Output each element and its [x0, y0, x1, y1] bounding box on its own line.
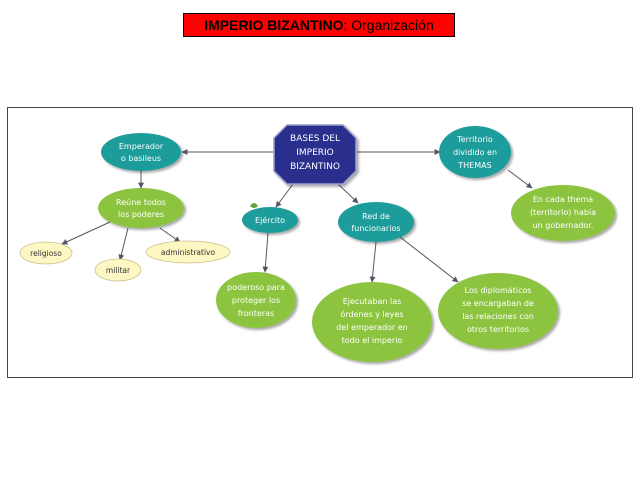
- node-thema-line-2: un gobernador.: [533, 221, 594, 230]
- node-center-line-1: IMPERIO: [296, 148, 334, 158]
- arrow-red-diplomaticos: [399, 236, 459, 283]
- node-ejecutaban-line-3: todo el imperio: [342, 336, 403, 345]
- title-rest: : Organización: [343, 17, 434, 33]
- node-diplomaticos-line-3: otros territorios: [467, 325, 529, 334]
- node-militar-line-0: militar: [106, 266, 131, 275]
- node-reune: [98, 188, 184, 228]
- title-main: IMPERIO BIZANTINO: [204, 17, 344, 33]
- node-ejecutaban-line-2: del emperador en: [336, 323, 407, 332]
- node-religioso: [19, 241, 73, 265]
- node-center-line-2: BIZANTINO: [290, 162, 340, 172]
- node-administrativo-line-0: administrativo: [161, 248, 216, 257]
- arrow-red-ejecutaban: [369, 241, 377, 283]
- arrow-center-ejercito: [275, 183, 294, 208]
- node-thema-line-0: En cada thema: [533, 195, 593, 204]
- node-militar: [94, 258, 142, 282]
- arrow-ejercito-poderoso: [262, 232, 269, 273]
- node-diplomaticos-line-0: Los diplomáticos: [465, 286, 532, 295]
- node-poderoso-line-2: fronteras: [238, 309, 274, 318]
- node-territorio-line-0: Territorio: [456, 135, 493, 144]
- node-territorio-line-1: dividido en: [453, 148, 497, 157]
- connectors: [61, 149, 533, 283]
- node-administrativo: [145, 240, 231, 264]
- node-ejercito-line-0: Ejército: [255, 215, 285, 225]
- node-emperador: [101, 133, 181, 171]
- node-diplomaticos-line-2: las relaciones con: [462, 312, 534, 321]
- node-diplomaticos-line-1: se encargaban de: [462, 299, 534, 308]
- node-ejercito: [242, 207, 298, 233]
- node-emperador-line-0: Emperador: [119, 142, 164, 151]
- node-center: [273, 124, 357, 185]
- node-reune-line-1: los poderes: [118, 210, 164, 219]
- arrow-reune-administrativo: [159, 227, 181, 243]
- slide-title: IMPERIO BIZANTINO: Organización: [183, 13, 455, 37]
- node-ejecutaban-line-0: Ejecutaban las: [343, 297, 402, 306]
- arrow-center-red: [337, 183, 359, 204]
- node-ejecutaban: [312, 282, 432, 362]
- node-red-line-0: Red de: [362, 212, 390, 221]
- arrow-territorio-thema: [507, 169, 533, 189]
- node-center-line-0: BASES DEL: [290, 134, 340, 144]
- node-diplomaticos: [438, 273, 558, 349]
- node-poderoso: [216, 272, 296, 328]
- node-reune-line-0: Reúne todos: [116, 198, 166, 207]
- leaf-icon: [250, 203, 258, 208]
- arrow-reune-religioso: [61, 221, 111, 245]
- node-territorio-line-2: THEMAS: [457, 161, 491, 170]
- node-territorio: [439, 126, 511, 178]
- node-poderoso-line-0: poderoso para: [227, 283, 285, 292]
- arrow-reune-militar: [118, 227, 129, 261]
- node-religioso-line-0: religioso: [30, 249, 62, 258]
- node-thema: [511, 185, 615, 241]
- node-thema-line-1: (territorio) había: [530, 208, 596, 217]
- node-red: [338, 202, 414, 242]
- node-red-line-1: funcionarios: [351, 224, 400, 233]
- node-ejecutaban-line-1: órdenes y leyes: [341, 309, 404, 319]
- node-poderoso-line-1: proteger los: [232, 296, 280, 305]
- node-emperador-line-1: o basileus: [121, 154, 161, 163]
